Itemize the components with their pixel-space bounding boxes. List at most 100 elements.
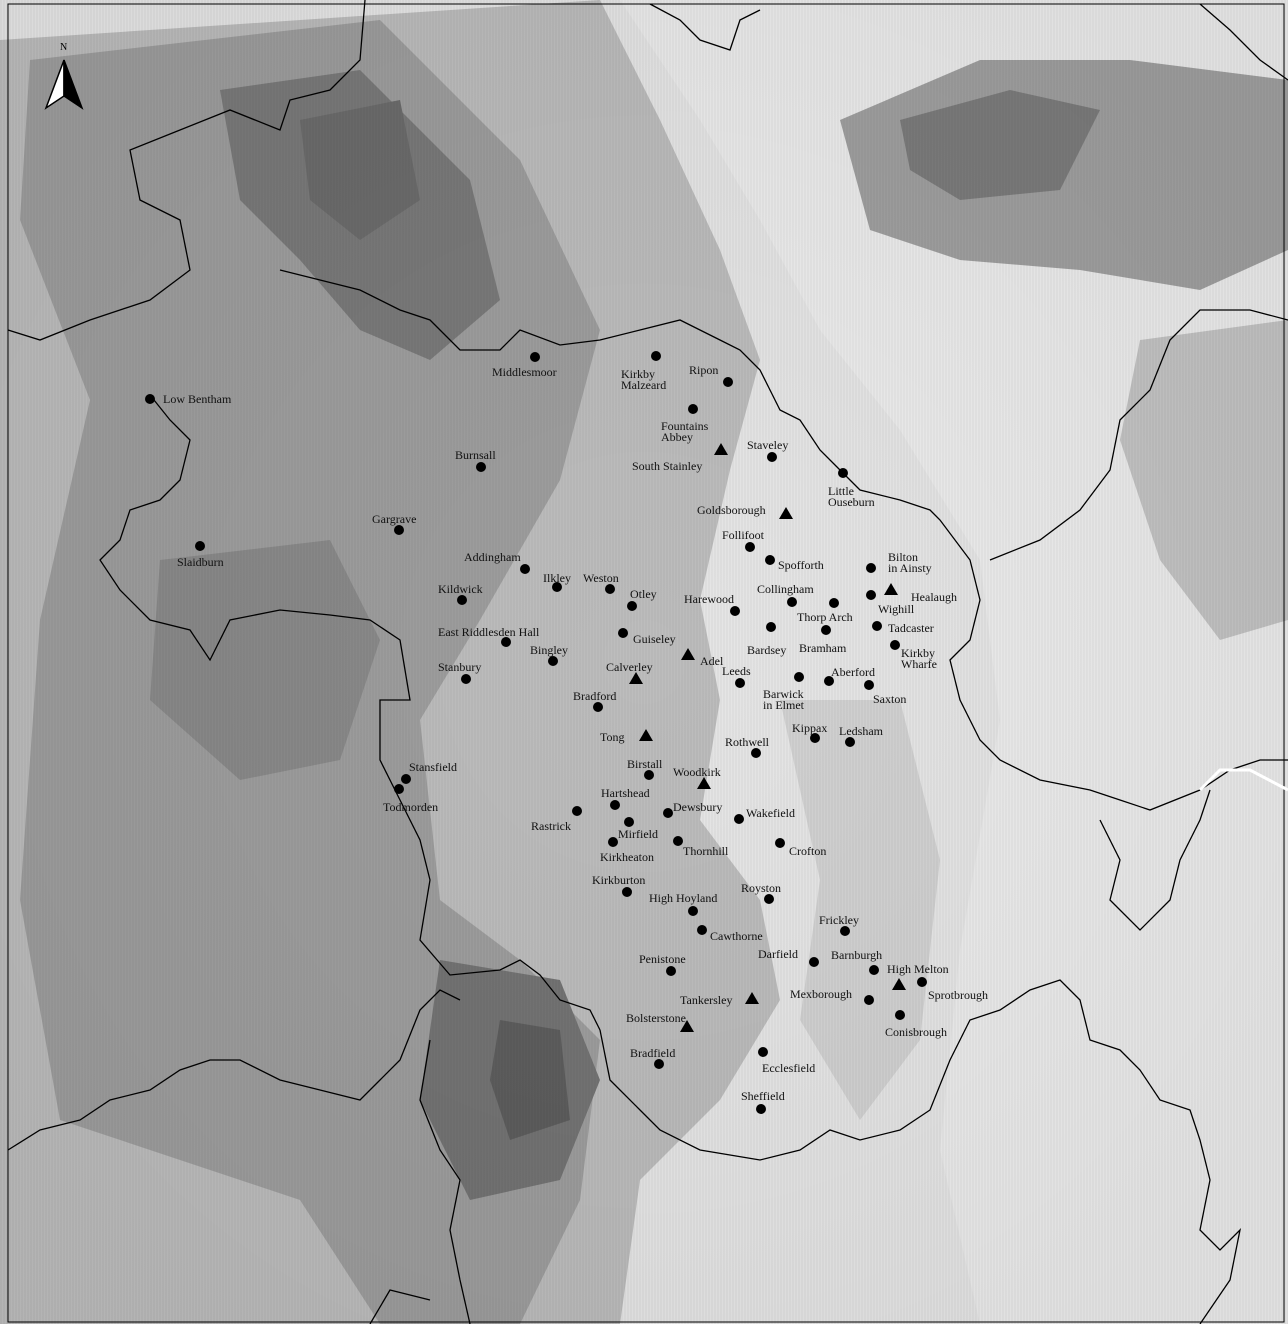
settlement-marker <box>872 621 882 631</box>
settlement-marker <box>688 906 698 916</box>
monastery-marker <box>680 1020 694 1032</box>
settlement-marker <box>457 595 467 605</box>
settlement-marker <box>864 995 874 1005</box>
place-sprotbrough: Sprotbrough <box>917 977 988 1002</box>
settlement-marker <box>864 680 874 690</box>
settlement-marker <box>622 887 632 897</box>
place-label: Woodkirk <box>673 765 721 779</box>
place-sheffield: Sheffield <box>741 1089 785 1114</box>
place-adel: Adel <box>681 648 724 668</box>
boundary-eastern <box>1099 789 1211 931</box>
place-label: Middlesmoor <box>492 365 557 379</box>
place-bradfield: Bradfield <box>630 1046 675 1069</box>
place-kirkburton: Kirkburton <box>592 873 645 897</box>
monastery-marker <box>779 507 793 519</box>
settlement-marker <box>673 836 683 846</box>
place-rothwell: Rothwell <box>725 735 770 758</box>
place-label-line: Little <box>828 484 854 498</box>
boundary-derbyshire <box>419 1039 471 1324</box>
settlement-marker <box>829 598 839 608</box>
place-label: Adel <box>700 654 724 668</box>
boundary-north-west <box>7 0 366 341</box>
settlement-marker <box>618 628 628 638</box>
place-label: Saxton <box>873 692 906 706</box>
settlement-marker <box>735 678 745 688</box>
place-low-bentham: Low Bentham <box>145 392 232 406</box>
settlement-marker <box>758 1047 768 1057</box>
place-label: Todmorden <box>383 800 438 814</box>
boundary-craven <box>99 394 601 1031</box>
place-label: Aberford <box>831 665 875 679</box>
place-wighill: Wighill <box>866 590 915 616</box>
place-frickley: Frickley <box>819 913 859 936</box>
settlement-marker <box>775 838 785 848</box>
place-calverley: Calverley <box>606 660 653 684</box>
place-darfield: Darfield <box>758 947 819 967</box>
settlement-marker <box>651 351 661 361</box>
settlement-marker <box>765 555 775 565</box>
place-label: Penistone <box>639 952 686 966</box>
place-aberford: Aberford <box>824 665 875 686</box>
county-boundaries <box>7 0 1288 1324</box>
place-high-hoyland: High Hoyland <box>649 891 717 916</box>
place-rastrick: Rastrick <box>531 806 582 833</box>
boundary-north-riding <box>279 269 1288 811</box>
monastery-marker <box>639 729 653 741</box>
settlement-marker <box>697 925 707 935</box>
settlement-marker <box>767 452 777 462</box>
settlement-marker <box>610 800 620 810</box>
place-label: Mirfield <box>618 827 658 841</box>
place-label: Addingham <box>464 550 521 564</box>
place-label: Darfield <box>758 947 798 961</box>
place-bardsey: Bardsey <box>747 622 786 657</box>
place-healaugh: Healaugh <box>884 583 957 604</box>
place-label: Ilkley <box>543 571 571 585</box>
place-label: High Melton <box>887 962 949 976</box>
settlement-marker <box>810 733 820 743</box>
boundary-bottom-left <box>369 1289 431 1324</box>
place-staveley: Staveley <box>747 438 788 462</box>
place-label: Rothwell <box>725 735 770 749</box>
settlement-marker <box>520 564 530 574</box>
place-stanbury: Stanbury <box>438 660 481 684</box>
settlement-marker <box>530 352 540 362</box>
place-label: Tankersley <box>680 993 732 1007</box>
monastery-marker <box>745 992 759 1004</box>
place-otley: Otley <box>627 587 657 611</box>
place-penistone: Penistone <box>639 952 686 976</box>
place-spofforth: Spofforth <box>765 555 824 572</box>
settlement-marker <box>688 404 698 414</box>
place-label: Royston <box>741 881 781 895</box>
settlement-marker <box>766 622 776 632</box>
place-label: Kirkheaton <box>600 850 654 864</box>
place-label: Kirkburton <box>592 873 645 887</box>
river-humber <box>1198 768 1288 792</box>
place-label: Frickley <box>819 913 859 927</box>
settlement-marker <box>195 541 205 551</box>
boundary-east-riding <box>989 309 1288 561</box>
place-label: Tadcaster <box>888 621 934 635</box>
place-label: Dewsbury <box>673 800 722 814</box>
place-label: Wighill <box>878 602 915 616</box>
place-label: Tong <box>600 730 625 744</box>
settlement-marker <box>730 606 740 616</box>
place-label: Sheffield <box>741 1089 785 1103</box>
settlement-marker <box>572 806 582 816</box>
north-label: N <box>60 42 67 53</box>
place-label-line: Malzeard <box>621 378 666 392</box>
settlement-marker <box>663 808 673 818</box>
place-bramham: Bramham <box>799 625 847 655</box>
place-label-line: Barwick <box>763 687 804 701</box>
settlement-marker <box>476 462 486 472</box>
place-conisbrough: Conisbrough <box>885 1010 947 1039</box>
place-label: Ledsham <box>839 724 884 738</box>
settlement-marker <box>745 542 755 552</box>
place-label: Stansfield <box>409 760 457 774</box>
place-label: Bradford <box>573 689 616 703</box>
